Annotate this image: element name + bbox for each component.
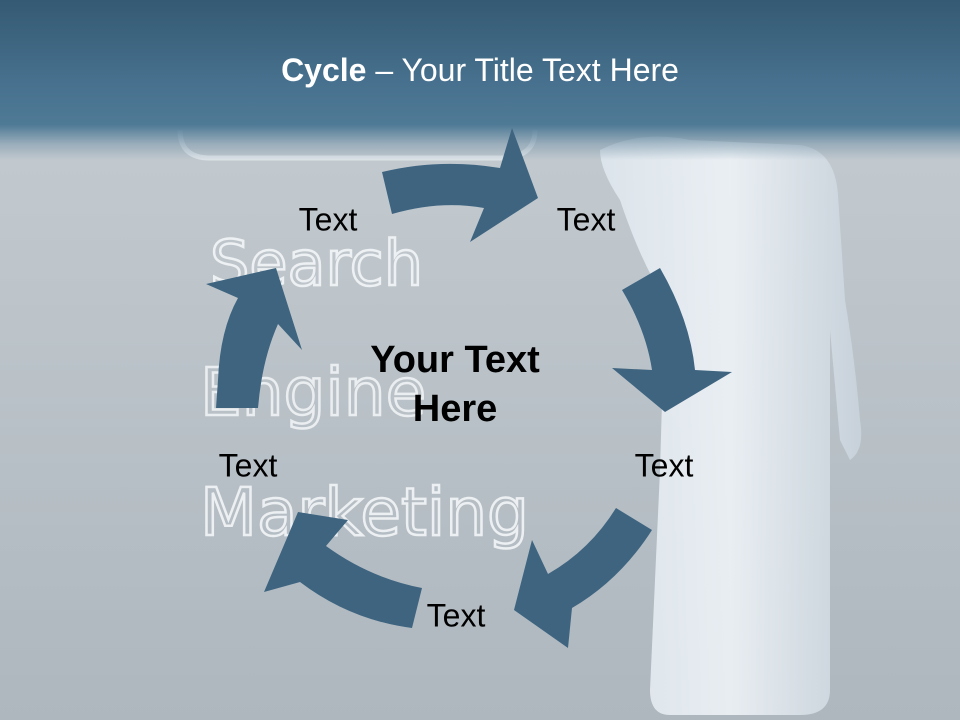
cycle-label-top-left[interactable]: Text <box>298 201 358 238</box>
center-text-line-1: Your Text <box>370 339 540 381</box>
bg-word-marketing: Marketing <box>200 474 529 551</box>
cycle-arrow-5[interactable] <box>206 268 302 408</box>
title-bar <box>0 0 960 160</box>
cycle-arrow-2[interactable] <box>612 268 732 412</box>
cycle-label-bottom[interactable]: Text <box>426 597 486 634</box>
center-text-line-2: Here <box>412 388 498 431</box>
title-rest: – Your Title Text Here <box>366 52 679 88</box>
cycle-arrow-4[interactable] <box>264 512 422 628</box>
cycle-label-right[interactable]: Text <box>634 447 694 484</box>
slide-title[interactable]: Cycle – Your Title Text Here <box>0 52 960 89</box>
cycle-label-top-right[interactable]: Text <box>556 201 616 238</box>
cycle-arrow-1[interactable] <box>382 128 538 242</box>
cycle-label-left[interactable]: Text <box>218 447 278 484</box>
title-bold: Cycle <box>281 52 367 88</box>
cycle-arrow-3[interactable] <box>514 508 652 648</box>
center-text[interactable]: Your Text Here <box>330 336 580 435</box>
